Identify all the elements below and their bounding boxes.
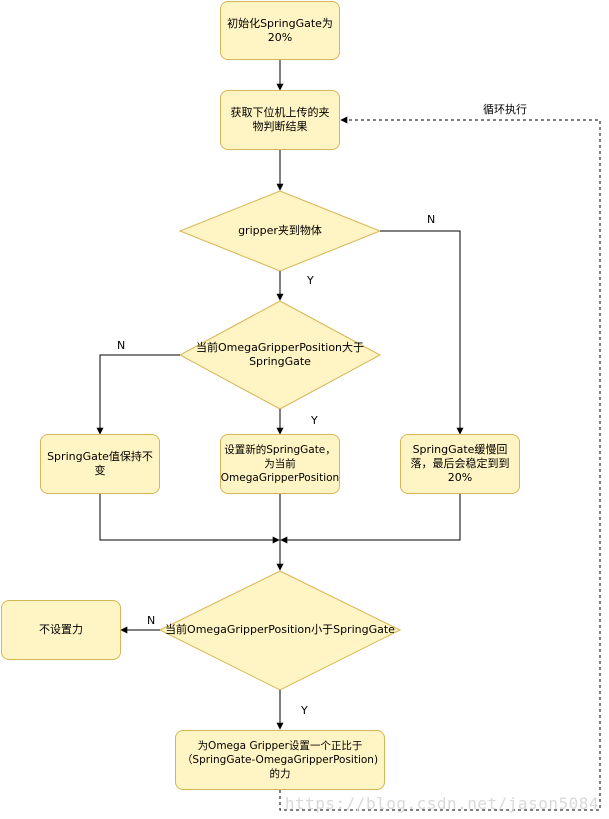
edge-greater-no — [96, 354, 180, 435]
edge-keep-merge — [99, 494, 280, 544]
edge-gripper-no — [380, 230, 464, 435]
edge-slowfall-merge — [280, 494, 461, 544]
edge-loop-back — [279, 116, 601, 811]
no-force-node: 不设置力 — [1, 600, 121, 660]
springgate-slow-fall-node: SpringGate缓慢回 落，最后会稳定到到 20% — [400, 434, 520, 494]
gripper-yes-label: Y — [307, 274, 314, 287]
get-grip-result-node: 获取下位机上传的夹 物判断结果 — [220, 90, 340, 150]
decision-gripper-label: gripper夹到物体 — [238, 224, 322, 237]
set-springgate-node: 设置新的SpringGate， 为当前 OmegaGripperPosition — [220, 434, 340, 494]
greater-no-label: N — [117, 339, 126, 352]
init-springgate-node: 初始化SpringGate为 20% — [220, 1, 340, 60]
greater-yes-label: Y — [311, 414, 318, 427]
decision-less-label: 当前OmegaGripperPosition小于SpringGate — [165, 623, 395, 636]
set-force-node: 为Omega Gripper设置一个正比于 （SpringGate-OmegaG… — [175, 730, 385, 790]
less-no-label: N — [147, 614, 156, 627]
gripper-no-label: N — [427, 213, 436, 226]
less-yes-label: Y — [301, 704, 308, 717]
watermark: https://blog.csdn.net/jason5084 — [284, 794, 599, 813]
keep-springgate-node: SpringGate值保持不 变 — [40, 434, 160, 494]
decision-greater-label: 当前OmegaGripperPosition大于 SpringGate — [195, 341, 365, 368]
loop-label: 循环执行 — [483, 103, 527, 116]
